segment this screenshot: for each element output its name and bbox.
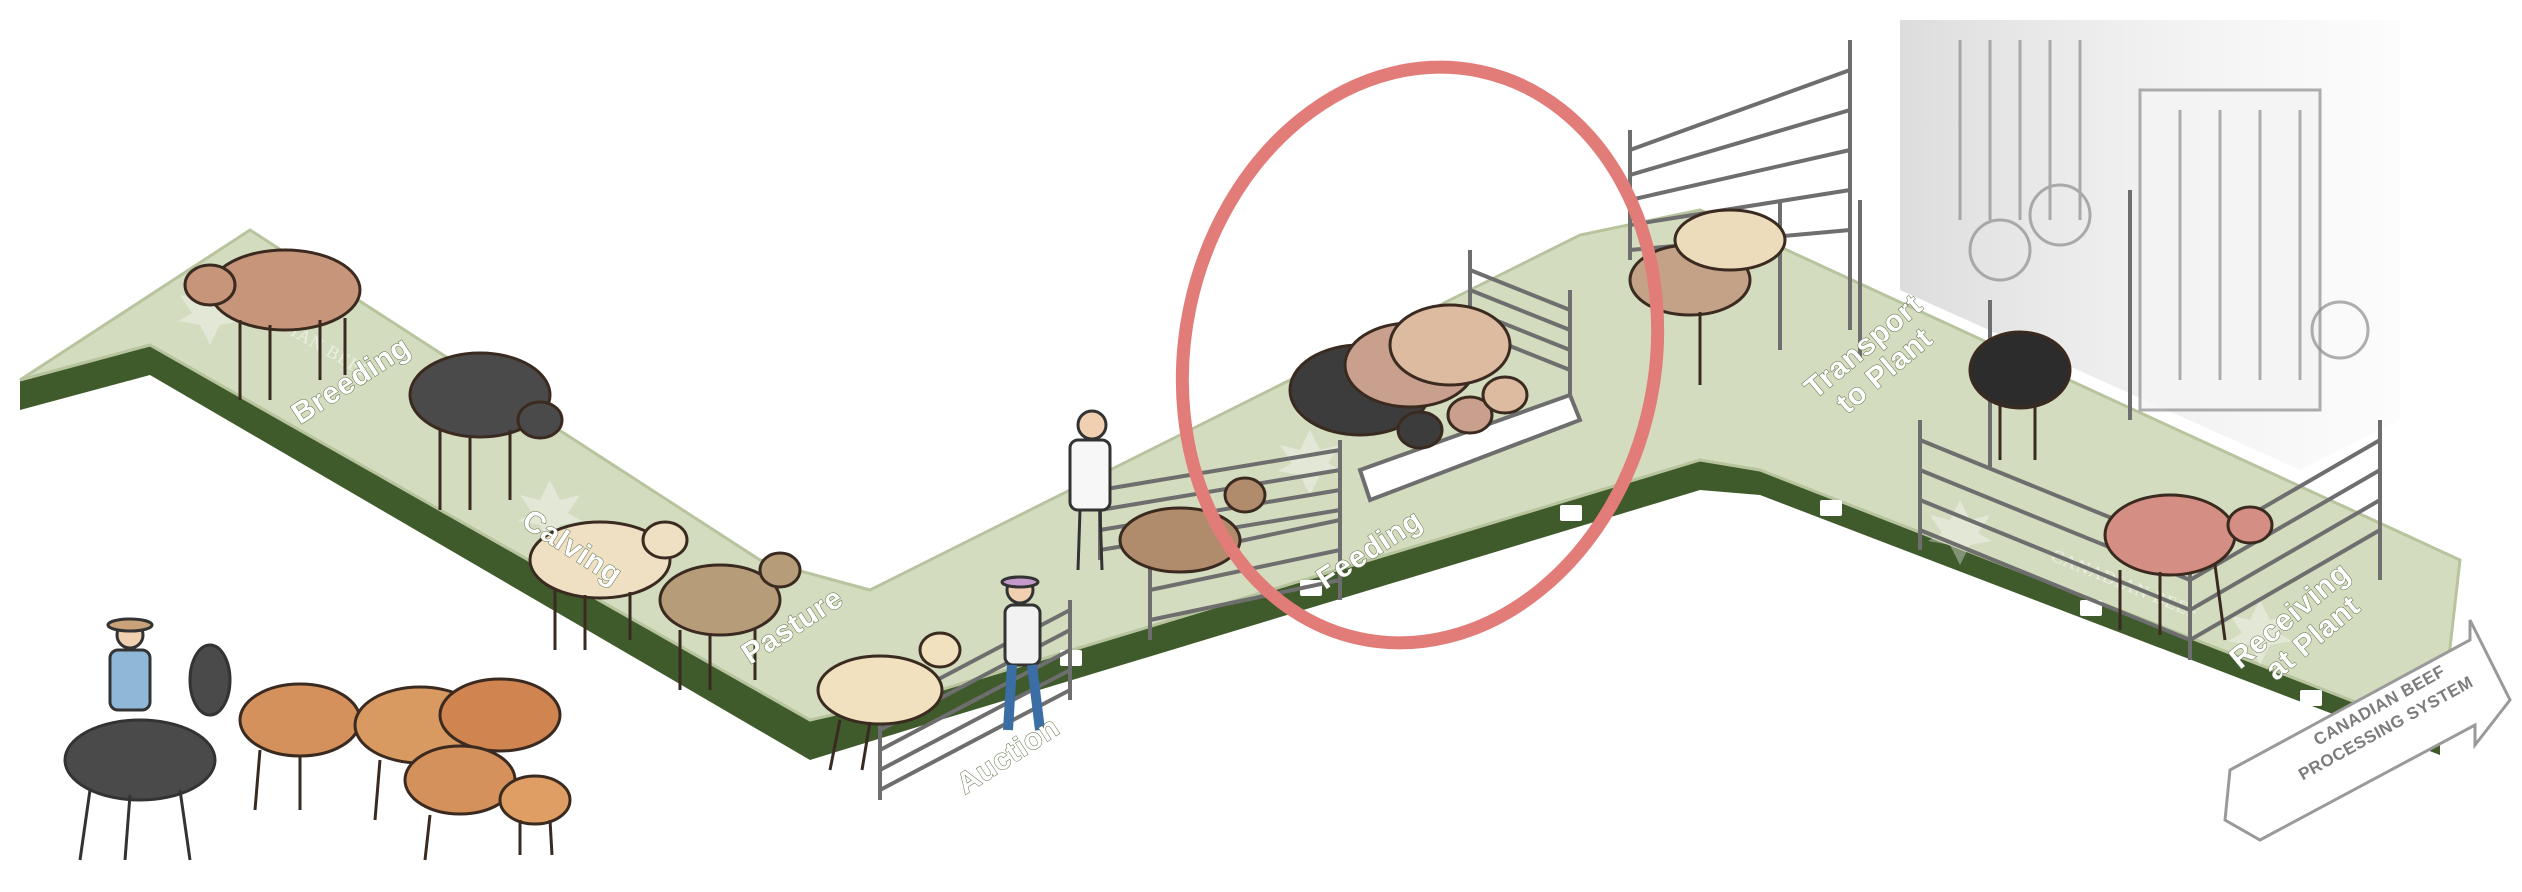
cattle-herd-drive (240, 679, 570, 860)
cowboy-on-horse (65, 619, 230, 860)
